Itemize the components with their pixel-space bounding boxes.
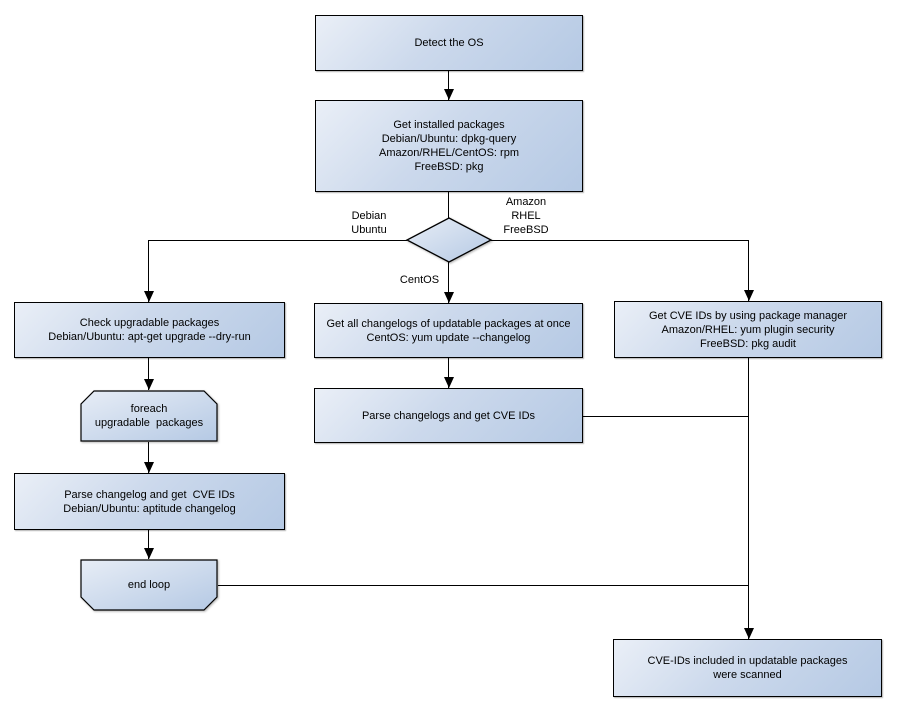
connector-line — [491, 240, 748, 241]
end-loop-label: end loop — [127, 579, 171, 591]
connector-line — [148, 358, 149, 390]
connector-line — [583, 416, 748, 417]
connector-line — [218, 585, 748, 586]
node-check-upgradable-packages: Check upgradable packages Debian/Ubuntu:… — [14, 302, 285, 358]
connector-line — [748, 240, 749, 301]
arrowhead-down-icon — [144, 291, 154, 302]
node-end-loop: end loop — [80, 559, 218, 611]
node-detect-os: Detect the OS — [315, 15, 583, 71]
arrowhead-down-icon — [144, 548, 154, 559]
arrowhead-down-icon — [444, 89, 454, 100]
node-get-installed-packages: Get installed packages Debian/Ubuntu: dp… — [315, 100, 583, 192]
connector-line — [148, 530, 149, 559]
connector-line — [148, 442, 149, 473]
edge-label-centos: CentOS — [399, 274, 440, 286]
connector-line — [448, 358, 449, 388]
arrowhead-down-icon — [144, 462, 154, 473]
edge-label-amazon-rhel-freebsd: Amazon RHEL FreeBSD — [503, 196, 549, 236]
node-foreach-loop: foreach upgradable packages — [80, 390, 218, 442]
node-get-cve-ids-package-manager: Get CVE IDs by using package manager Ama… — [614, 301, 882, 358]
connector-line — [148, 240, 149, 302]
arrowhead-down-icon — [744, 290, 754, 301]
node-parse-changelogs: Parse changelogs and get CVE IDs — [314, 388, 583, 443]
connector-line — [148, 240, 407, 241]
arrowhead-down-icon — [444, 377, 454, 388]
node-get-all-changelogs: Get all changelogs of updatable packages… — [314, 303, 583, 358]
decision-diamond — [405, 216, 493, 264]
connector-line — [748, 357, 749, 639]
edge-label-debian-ubuntu: Debian Ubuntu — [351, 210, 387, 236]
arrowhead-down-icon — [744, 628, 754, 639]
arrowhead-down-icon — [444, 292, 454, 303]
node-parse-changelog: Parse changelog and get CVE IDs Debian/U… — [14, 473, 285, 530]
foreach-loop-label: foreach upgradable packages — [94, 403, 204, 429]
node-result-scanned: CVE-IDs included in updatable packages w… — [613, 639, 882, 697]
arrowhead-down-icon — [144, 379, 154, 390]
connector-line — [448, 71, 449, 100]
